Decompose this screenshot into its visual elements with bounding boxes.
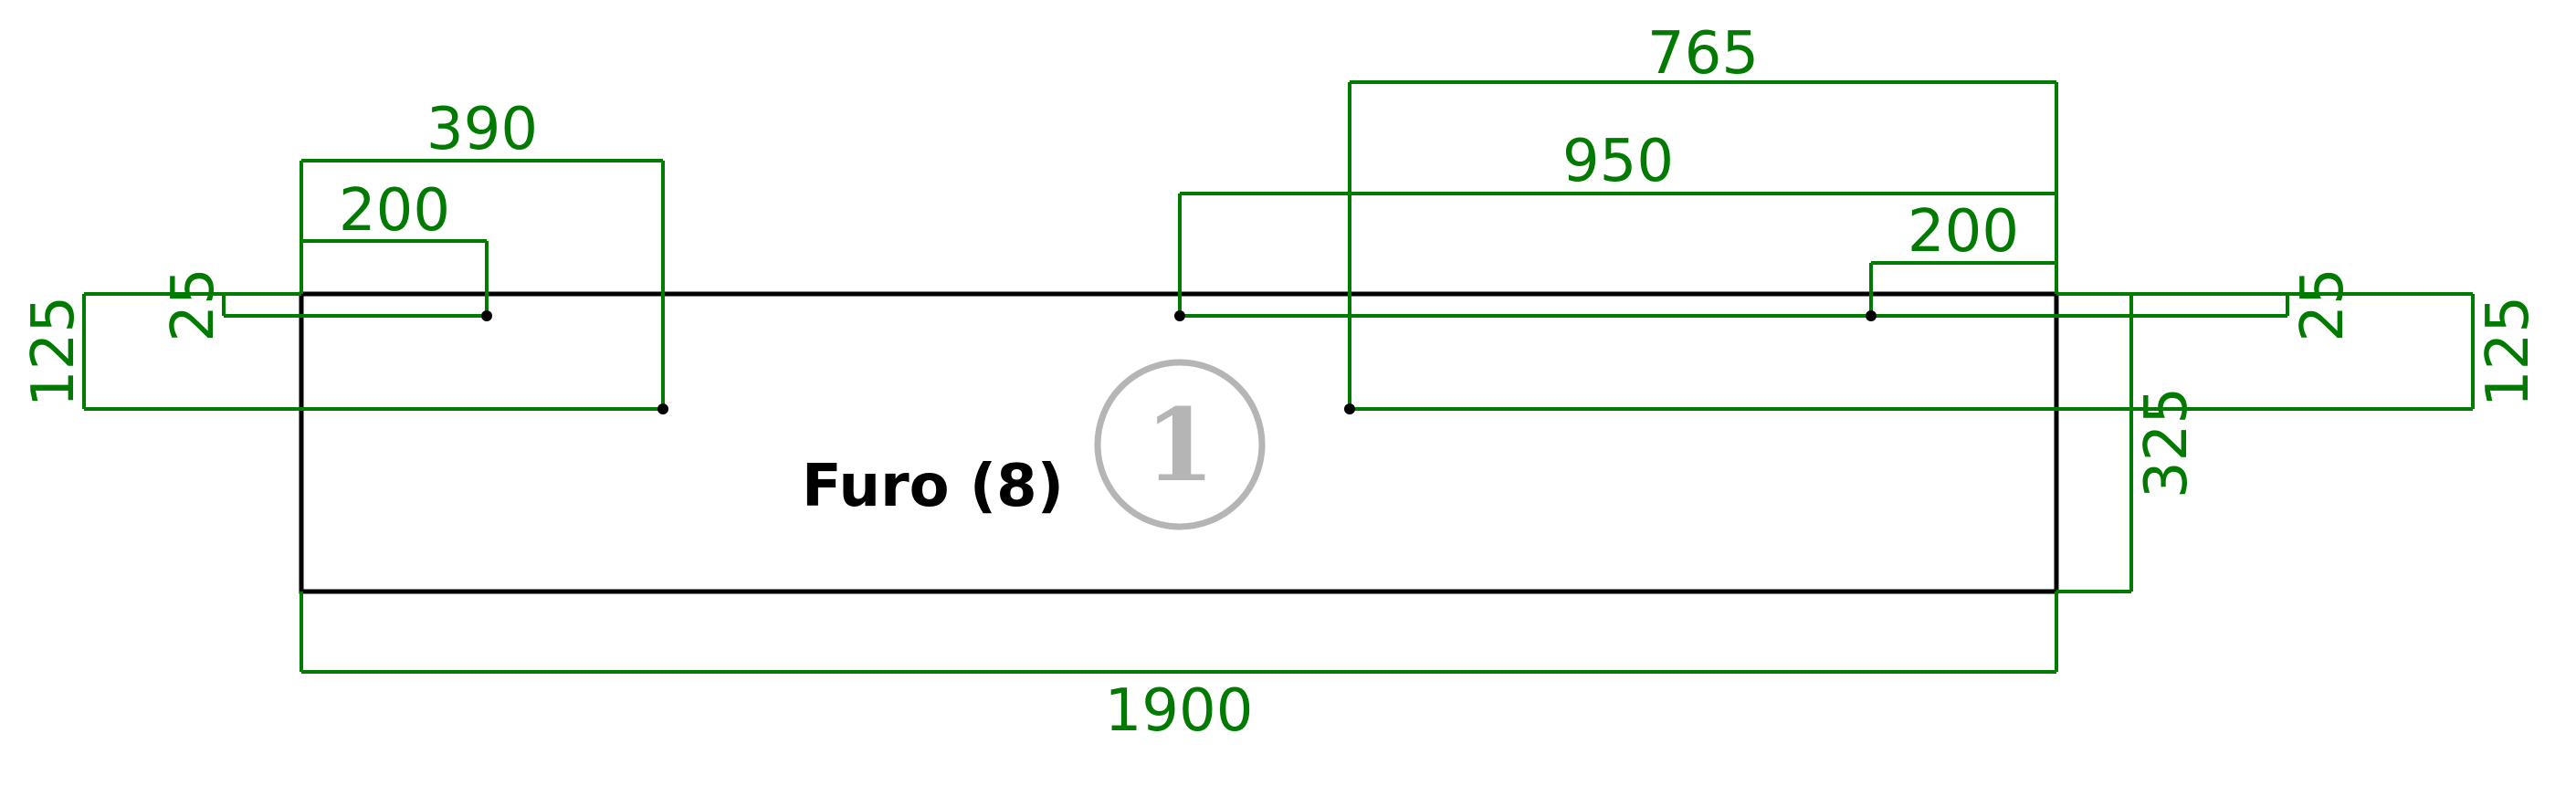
hole-marker — [1344, 403, 1355, 414]
dim-left-125: 125 — [20, 296, 88, 407]
part-number-badge — [1094, 359, 1266, 530]
dim-right-200: 200 — [1908, 198, 2019, 266]
dim-right-950-lines — [1178, 192, 2056, 316]
dim-left-25: 25 — [160, 267, 227, 341]
dim-left-390: 390 — [426, 96, 538, 163]
hole-marker — [657, 403, 668, 414]
dim-right-950: 950 — [1562, 128, 1674, 195]
dim-height-right-lines — [2056, 292, 2133, 593]
dim-right-200-lines — [1869, 261, 2056, 316]
dim-height-right: 325 — [2133, 387, 2201, 498]
dim-left-390-lines — [300, 159, 665, 409]
dim-left-25-lines — [222, 292, 487, 318]
dim-right-765-lines — [1348, 80, 2058, 409]
hole-markers — [481, 310, 1877, 414]
hole-marker — [1174, 310, 1185, 321]
dim-right-125: 125 — [2475, 296, 2542, 407]
dim-left-200: 200 — [339, 177, 450, 245]
dim-right-765: 765 — [1647, 20, 1759, 88]
part-label: Furo (8) — [802, 453, 1064, 520]
part-number-badge-text: 1 — [1145, 386, 1215, 504]
dim-overall-width-lines — [300, 592, 2058, 674]
dimension-lines — [82, 80, 2475, 674]
hole-marker — [1866, 310, 1877, 321]
dim-right-125-lines — [1350, 292, 2475, 411]
dim-right-25-lines — [1180, 292, 2289, 318]
dim-overall-width: 1900 — [1105, 677, 1254, 745]
dim-left-125-lines — [82, 292, 663, 411]
hole-marker — [481, 310, 492, 321]
dim-left-200-lines — [301, 239, 489, 316]
dim-right-25: 25 — [2289, 267, 2357, 341]
